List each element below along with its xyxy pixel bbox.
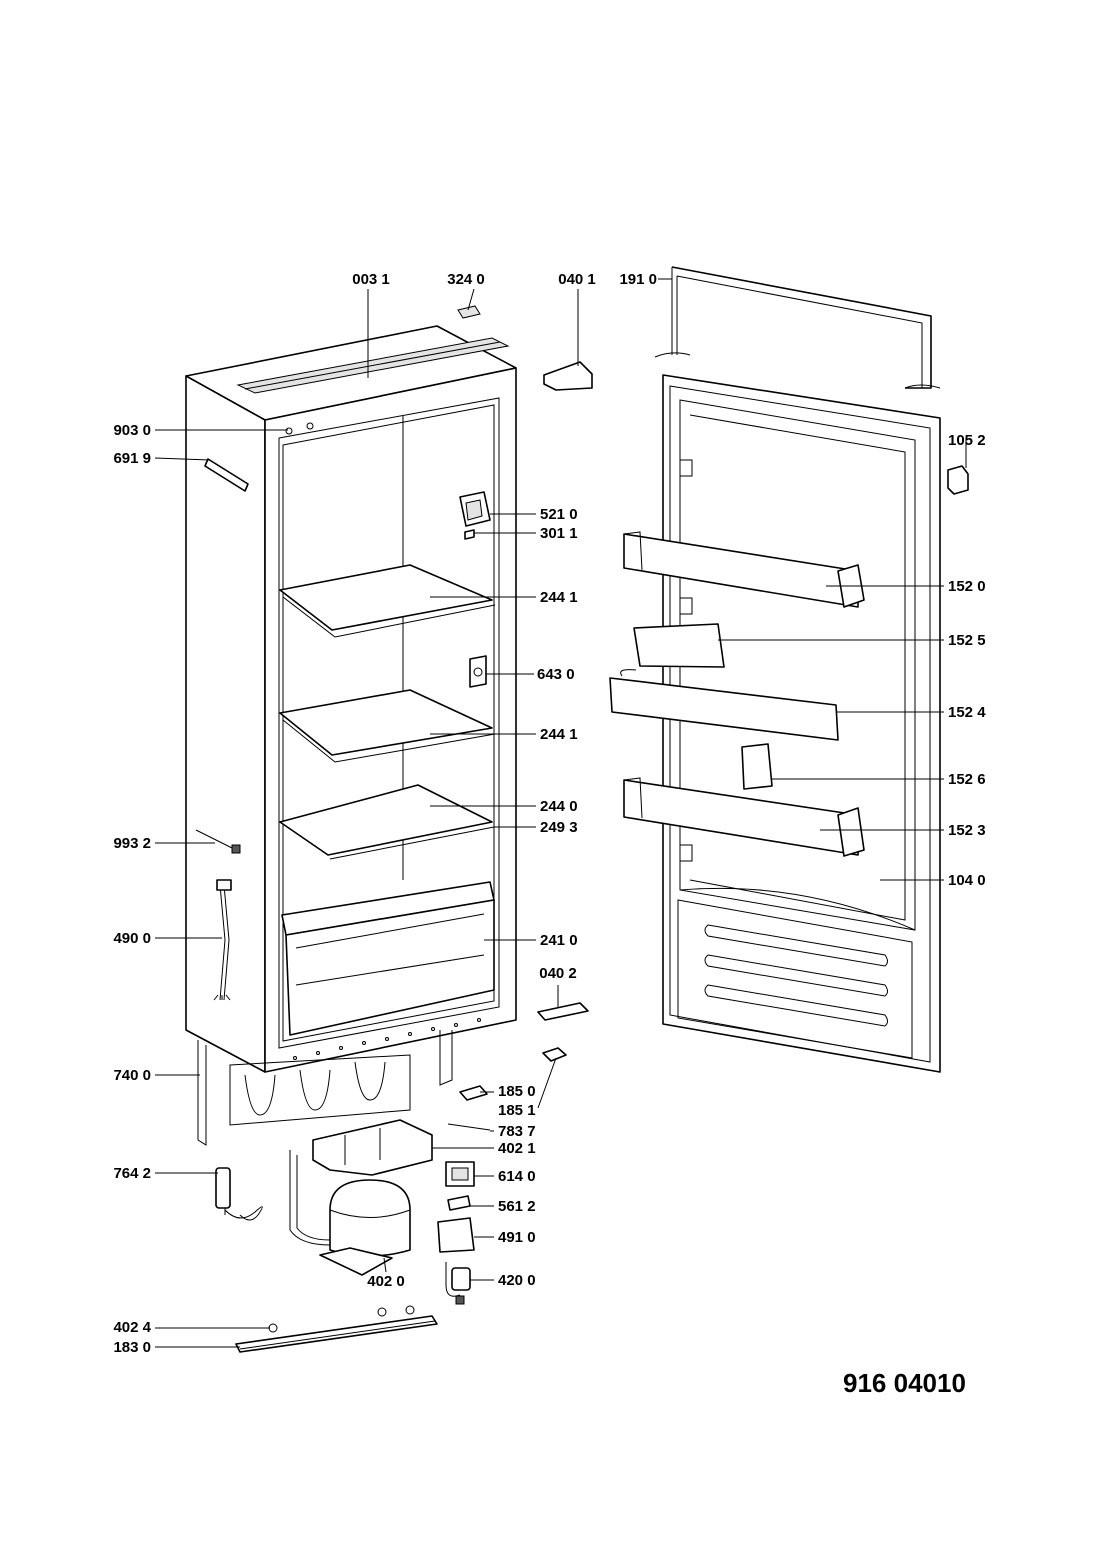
callout-152-3: 152 3 — [948, 822, 986, 839]
condenser-coil — [197, 1030, 453, 1146]
callout-185-0: 185 0 — [498, 1083, 536, 1100]
callout-691-9: 691 9 — [113, 450, 151, 467]
small-cabinet-parts — [195, 305, 593, 1131]
callout-249-3: 249 3 — [540, 819, 578, 836]
callout-040-1: 040 1 — [558, 271, 596, 288]
base-rails — [235, 1305, 438, 1353]
callout-040-2: 040 2 — [539, 965, 577, 982]
glass-shelves — [279, 564, 496, 860]
callout-521-0: 521 0 — [540, 506, 578, 523]
callout-183-0: 183 0 — [113, 1339, 151, 1356]
leader-lines — [154, 278, 967, 1348]
callout-003-1: 003 1 — [352, 271, 390, 288]
callout-420-0: 420 0 — [498, 1272, 536, 1289]
callout-740-0: 740 0 — [113, 1067, 151, 1084]
compressor-assembly — [215, 1119, 433, 1276]
callout-241-0: 241 0 — [540, 932, 578, 949]
callout-152-6: 152 6 — [948, 771, 986, 788]
callout-561-2: 561 2 — [498, 1198, 536, 1215]
callout-614-0: 614 0 — [498, 1168, 536, 1185]
callout-764-2: 764 2 — [113, 1165, 151, 1182]
callout-244-0: 244 0 — [540, 798, 578, 815]
electrical-parts — [437, 1161, 475, 1305]
callout-783-7: 783 7 — [498, 1123, 536, 1140]
callout-491-0: 491 0 — [498, 1229, 536, 1246]
callout-191-0: 191 0 — [619, 271, 657, 288]
thermostat-housing — [459, 491, 491, 688]
callout-104-0: 104 0 — [948, 872, 986, 889]
callout-903-0: 903 0 — [113, 422, 151, 439]
callout-402-0: 402 0 — [367, 1273, 405, 1290]
callout-244-1-middle: 244 1 — [540, 726, 578, 743]
crisper-drawer — [281, 881, 495, 1036]
callout-301-1: 301 1 — [540, 525, 578, 542]
callout-643-0: 643 0 — [537, 666, 575, 683]
door-assembly — [609, 266, 969, 1073]
callout-152-5: 152 5 — [948, 632, 986, 649]
callout-185-1: 185 1 — [498, 1102, 536, 1119]
callout-402-1: 402 1 — [498, 1140, 536, 1157]
callout-152-4: 152 4 — [948, 704, 986, 721]
callout-105-2: 105 2 — [948, 432, 986, 449]
callout-152-0: 152 0 — [948, 578, 986, 595]
callout-490-0: 490 0 — [113, 930, 151, 947]
callout-324-0: 324 0 — [447, 271, 485, 288]
callout-402-4: 402 4 — [113, 1319, 151, 1336]
callout-993-2: 993 2 — [113, 835, 151, 852]
callout-244-1-upper: 244 1 — [540, 589, 578, 606]
drawing-number: 916 04010 — [843, 1368, 966, 1398]
